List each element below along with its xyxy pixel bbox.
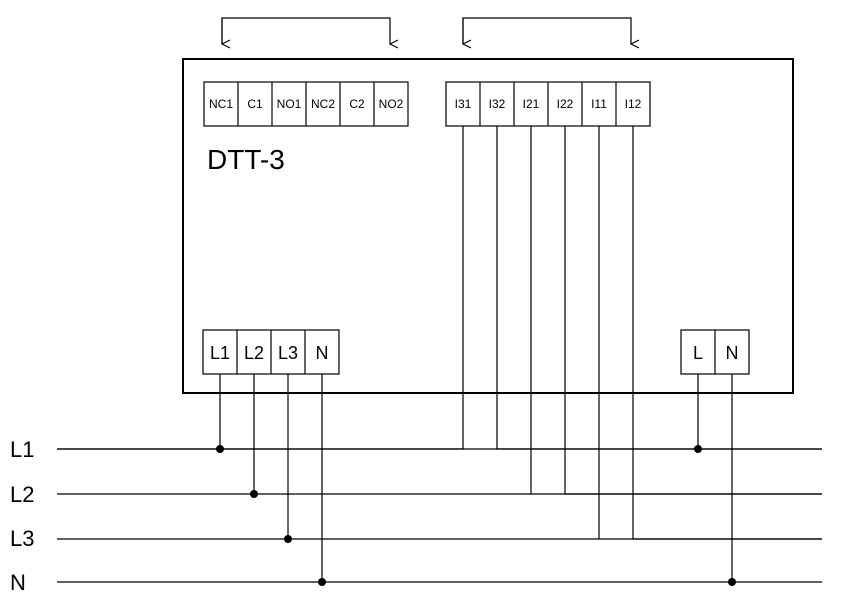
terminal-i32: I32 bbox=[489, 97, 506, 111]
bus-label-l1: L1 bbox=[10, 437, 34, 462]
bus-lines bbox=[57, 448, 822, 583]
junction-l3-voltage bbox=[284, 535, 292, 543]
junction-n-supply bbox=[728, 578, 736, 586]
junction-l1-supply bbox=[694, 445, 702, 453]
relay-terminal-block: NC1 C1 NO1 NC2 C2 NO2 bbox=[203, 81, 409, 127]
terminal-no2: NO2 bbox=[379, 97, 404, 111]
terminal-c2: C2 bbox=[349, 97, 365, 111]
terminal-nc2: NC2 bbox=[311, 97, 335, 111]
voltage-terminal-block: L1 L2 L3 N bbox=[202, 329, 340, 375]
terminal-i12: I12 bbox=[625, 97, 642, 111]
terminal-i31: I31 bbox=[455, 97, 472, 111]
terminal-c1: C1 bbox=[247, 97, 263, 111]
bus-label-n: N bbox=[10, 570, 26, 595]
terminal-i22: I22 bbox=[557, 97, 574, 111]
terminal-v-n: N bbox=[316, 343, 329, 363]
voltage-wires bbox=[219, 374, 323, 582]
bus-label-l2: L2 bbox=[10, 482, 34, 507]
junction-n-voltage bbox=[318, 578, 326, 586]
terminal-no1: NO1 bbox=[277, 97, 302, 111]
supply-wires bbox=[697, 374, 733, 582]
terminal-supply-n: N bbox=[726, 343, 739, 363]
terminal-i21: I21 bbox=[523, 97, 540, 111]
terminal-v-l1: L1 bbox=[210, 343, 230, 363]
terminal-i11: I11 bbox=[591, 97, 607, 111]
junction-l1-voltage bbox=[216, 445, 224, 453]
device-title: DTT-3 bbox=[207, 144, 285, 175]
ct-terminal-block: I31 I32 I21 I22 I11 I12 bbox=[445, 81, 651, 127]
bus-label-l3: L3 bbox=[10, 526, 34, 551]
relay-arrows bbox=[222, 17, 390, 44]
supply-terminal-block: L N bbox=[680, 329, 750, 375]
ct-arrows bbox=[463, 17, 631, 44]
terminal-nc1: NC1 bbox=[209, 97, 233, 111]
junction-dots bbox=[216, 445, 736, 586]
junction-l2-voltage bbox=[250, 490, 258, 498]
terminal-v-l3: L3 bbox=[278, 343, 298, 363]
terminal-v-l2: L2 bbox=[244, 343, 264, 363]
device-enclosure bbox=[182, 58, 794, 394]
terminal-supply-l: L bbox=[693, 343, 703, 363]
ct-wires bbox=[57, 126, 822, 540]
